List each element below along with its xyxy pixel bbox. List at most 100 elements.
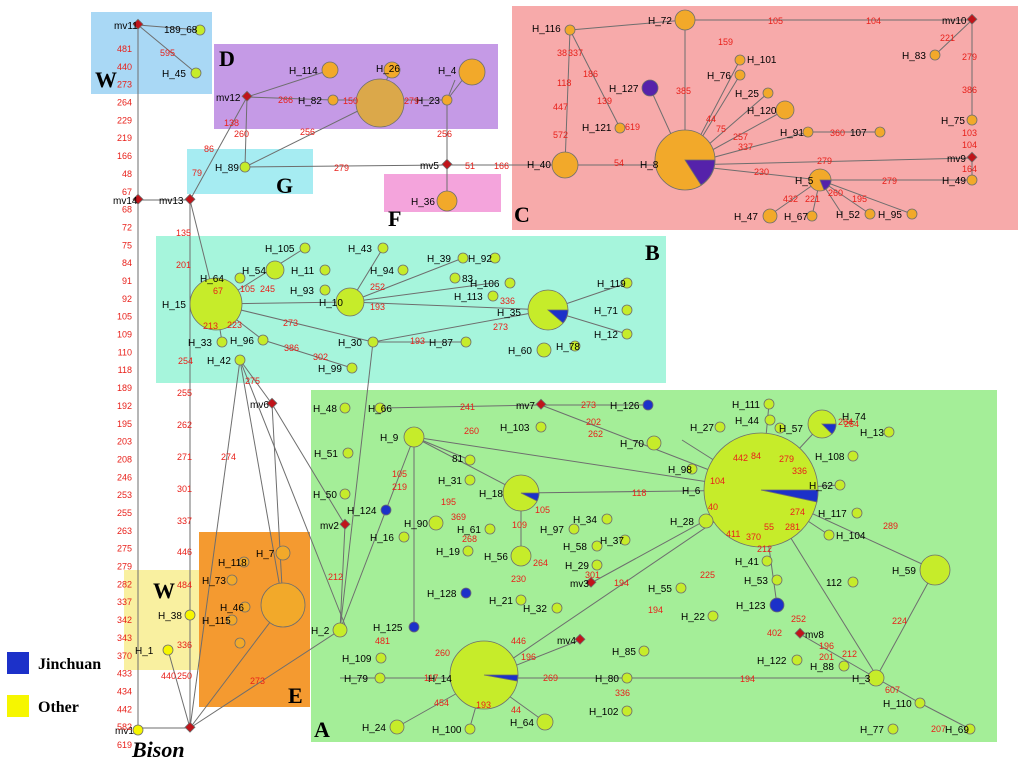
edge-label: 385 [676, 86, 691, 96]
label-h-73: H_73 [202, 576, 226, 587]
edge-label: 194 [648, 605, 663, 615]
spine-label: 273 [117, 80, 132, 90]
node-h-90 [428, 515, 444, 531]
spine-label: 481 [117, 44, 132, 54]
label-h-53: H_53 [744, 576, 768, 587]
edge-label: 273 [493, 322, 508, 332]
edge-label: 166 [494, 161, 509, 171]
edge-label: 118 [632, 488, 646, 498]
spine-label: 343 [117, 633, 132, 643]
edge-label: 86 [204, 144, 214, 154]
node-h-8-slice [684, 159, 716, 186]
label-h-50: H_50 [313, 490, 337, 501]
label-h-30: H_30 [338, 338, 362, 349]
edge-label: 274 [790, 507, 805, 517]
node-h-45 [190, 67, 202, 79]
label-h-104: H_104 [836, 531, 866, 542]
node-h-109 [375, 652, 387, 664]
node-mv7 [535, 398, 547, 410]
label-mv6: mv6 [250, 400, 269, 411]
edge-label: 138 [224, 118, 239, 128]
node-h-125 [408, 621, 420, 633]
node-h-34 [601, 513, 613, 525]
edge-label: 225 [700, 570, 715, 580]
legend: Jinchuan Other [7, 652, 101, 717]
spine-label: 75 [122, 240, 132, 250]
spine-label: 246 [117, 472, 132, 482]
node-h-122 [791, 654, 803, 666]
edge-label: 241 [460, 402, 475, 412]
node-h-50 [339, 488, 351, 500]
edge-label: 446 [511, 636, 526, 646]
label-mv13: mv13 [159, 196, 184, 207]
spine-label: 203 [117, 437, 132, 447]
label-h-99: H_99 [318, 364, 342, 375]
label-h-36: H_36 [411, 197, 435, 208]
region-c [512, 6, 1018, 230]
edge-label: 55 [764, 522, 774, 532]
label-h-28: H_28 [670, 517, 694, 528]
label-h-44: H_44 [735, 416, 759, 427]
edge-label: 79 [192, 168, 202, 178]
label-h-11: H_11 [291, 266, 315, 277]
edge-label: 260 [435, 648, 450, 658]
edge-label: 104 [962, 140, 977, 150]
spine-label: 48 [122, 169, 132, 179]
edge-label: 212 [757, 544, 772, 554]
node-h-27 [714, 421, 726, 433]
label-h-128: H_128 [427, 589, 457, 600]
edge-label: 442 [733, 453, 748, 463]
node-h-102 [621, 705, 633, 717]
region-g [187, 149, 313, 194]
spine-label: 255 [117, 508, 132, 518]
legend-swatch-jinchuan [7, 652, 29, 674]
edge-label: 262 [588, 429, 603, 439]
label-mv8: mv8 [805, 630, 824, 641]
node-h-88 [838, 660, 850, 672]
edge-label: 432 [783, 194, 798, 204]
spine-label: 92 [122, 294, 132, 304]
edge-label: 607 [885, 685, 900, 695]
edge-label: 369 [451, 512, 466, 522]
edge-label: 159 [718, 37, 733, 47]
edge-label: 103 [962, 128, 977, 138]
edge-label: 150 [343, 96, 358, 106]
spine-label: 282 [117, 579, 132, 589]
label-h-33: H_33 [188, 338, 212, 349]
label-mv7: mv7 [516, 401, 535, 412]
edge-label: 273 [250, 676, 265, 686]
region-label-w-top: W [95, 67, 117, 92]
label-h-32: H_32 [523, 604, 547, 615]
edge-label: 105 [240, 284, 255, 294]
spine-label: 219 [117, 133, 132, 143]
bison-label: Bison [131, 737, 185, 762]
node-h-22 [707, 610, 719, 622]
label-h-45: H_45 [162, 69, 186, 80]
node-h-23 [441, 94, 453, 106]
edge-label: 260 [828, 188, 843, 198]
label-h-98: H_98 [668, 465, 692, 476]
node-h-26 [383, 61, 401, 79]
node-h-48 [339, 402, 351, 414]
node-h-121 [614, 122, 626, 134]
edge-label: 212 [842, 649, 857, 659]
node-h-114 [321, 61, 339, 79]
edge-label: 186 [583, 69, 598, 79]
edge-label: 337 [738, 142, 753, 152]
spine-label: 166 [117, 151, 132, 161]
label-h-125: H_125 [373, 623, 403, 634]
label-h-39: H_39 [427, 254, 451, 265]
label-h-70: H_70 [620, 439, 644, 450]
label-h-92: H_92 [468, 254, 492, 265]
label-h-51: H_51 [314, 449, 338, 460]
region-label-d: D [219, 46, 235, 71]
edge-label: 256 [300, 127, 315, 137]
node-h-105 [299, 242, 311, 254]
node-h-123 [769, 597, 785, 613]
spine-label: 370 [117, 651, 132, 661]
label-h-120: H_120 [747, 106, 777, 117]
edge-label: 271 [177, 452, 192, 462]
node-h-116 [564, 24, 576, 36]
label-h-90: H_90 [404, 519, 428, 530]
edge-label: 370 [746, 532, 761, 542]
